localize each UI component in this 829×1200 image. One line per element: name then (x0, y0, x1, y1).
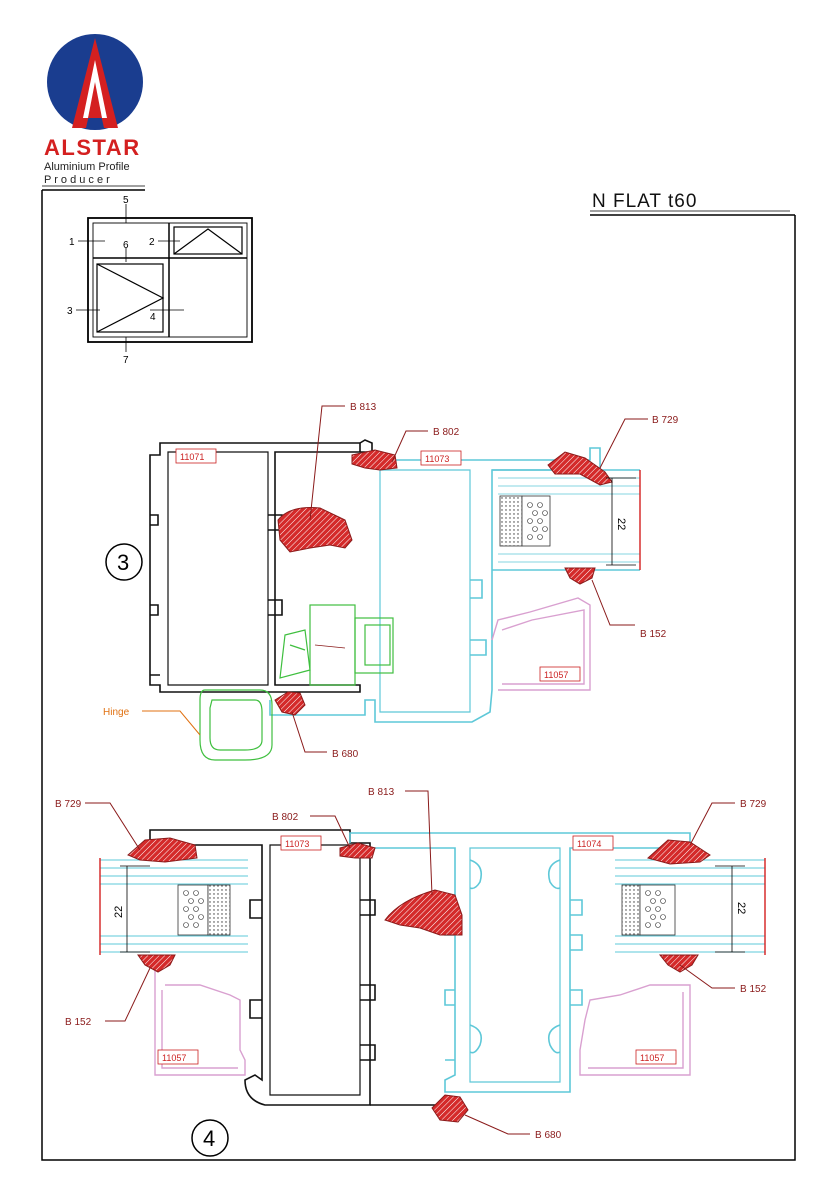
hinge-hardware (199, 604, 394, 761)
glazing-bead-left (154, 965, 246, 1076)
sheet-border (41, 185, 796, 1161)
gasket-b152 (658, 954, 699, 973)
dimension-value: 22 (615, 518, 627, 530)
gasket-b802 (339, 842, 376, 859)
key-number: 5 (123, 195, 129, 206)
alstar-logo (47, 34, 143, 130)
profile-code: 11057 (544, 670, 568, 680)
gasket-label: B 813 (350, 402, 377, 413)
glass-spacer (207, 884, 231, 936)
glass-spacer (177, 884, 209, 936)
key-number: 7 (123, 355, 129, 366)
gasket-b680 (431, 1094, 469, 1123)
leader-lines (291, 405, 648, 753)
drawing-title: N FLAT t60 (592, 191, 697, 212)
dimension-value: 22 (113, 906, 125, 918)
key-number: 3 (67, 306, 73, 317)
profile-code: 11073 (285, 839, 309, 849)
section-4: 22 22 11073 11074 11057 11057 B 729 B 80… (55, 787, 767, 1157)
key-number: 2 (149, 237, 155, 248)
gasket-b729 (547, 451, 613, 486)
key-number: 4 (150, 312, 156, 323)
gasket-label: B 729 (740, 799, 767, 810)
glazing-bead (491, 597, 591, 691)
key-number: 1 (69, 237, 75, 248)
section-marker (105, 543, 143, 581)
gasket-label: B 680 (332, 749, 359, 760)
brand-name: ALSTAR (44, 135, 141, 160)
gasket-label: B 152 (640, 629, 667, 640)
brand-tagline-2: P r o d u c e r (44, 174, 110, 186)
gasket-label: B 813 (368, 787, 395, 798)
gasket-label: B 152 (740, 984, 767, 995)
profile-code: 11074 (577, 839, 601, 849)
profile-code: 11057 (162, 1053, 186, 1063)
dimension-glass (120, 865, 745, 953)
sash-profile-left (149, 829, 440, 1106)
glazing-bead-right (579, 984, 691, 1076)
gasket-label: B 802 (272, 812, 299, 823)
glass-spacer (499, 495, 523, 547)
section-3: 22 3 11071 11073 11057 B 813 B 802 B 729… (103, 402, 679, 761)
gasket-b152 (564, 567, 596, 585)
gasket-label: B 680 (535, 1130, 562, 1141)
profile-code: 11071 (180, 452, 204, 462)
key-number: 6 (123, 240, 129, 251)
gasket-b813 (384, 889, 463, 936)
gasket-label: B 729 (652, 415, 679, 426)
hinge-label: Hinge (103, 707, 130, 718)
gasket-b152 (137, 954, 176, 973)
gasket-label: B 729 (55, 799, 82, 810)
dimension-value: 22 (735, 902, 747, 914)
gasket-b680 (274, 691, 306, 716)
frame-profile (149, 439, 373, 693)
leader-lines (85, 790, 735, 1135)
section-number: 4 (203, 1126, 215, 1151)
gasket-b813 (277, 507, 353, 553)
gasket-b802 (351, 449, 398, 471)
key-plan (76, 204, 253, 352)
glass-spacer (621, 884, 641, 936)
profile-code: 11073 (425, 454, 449, 464)
gasket-label: B 802 (433, 427, 460, 438)
profile-code: 11057 (640, 1053, 664, 1063)
section-number: 3 (117, 550, 129, 575)
glass-spacer-core (521, 495, 551, 547)
gasket-b729 (646, 839, 711, 865)
hinge-leader (142, 710, 201, 736)
brand-tagline: Aluminium Profile (44, 161, 130, 173)
section-marker (191, 1119, 229, 1157)
gasket-b729 (127, 837, 198, 863)
dimension-glass (606, 477, 636, 566)
gasket-label: B 152 (65, 1017, 92, 1028)
